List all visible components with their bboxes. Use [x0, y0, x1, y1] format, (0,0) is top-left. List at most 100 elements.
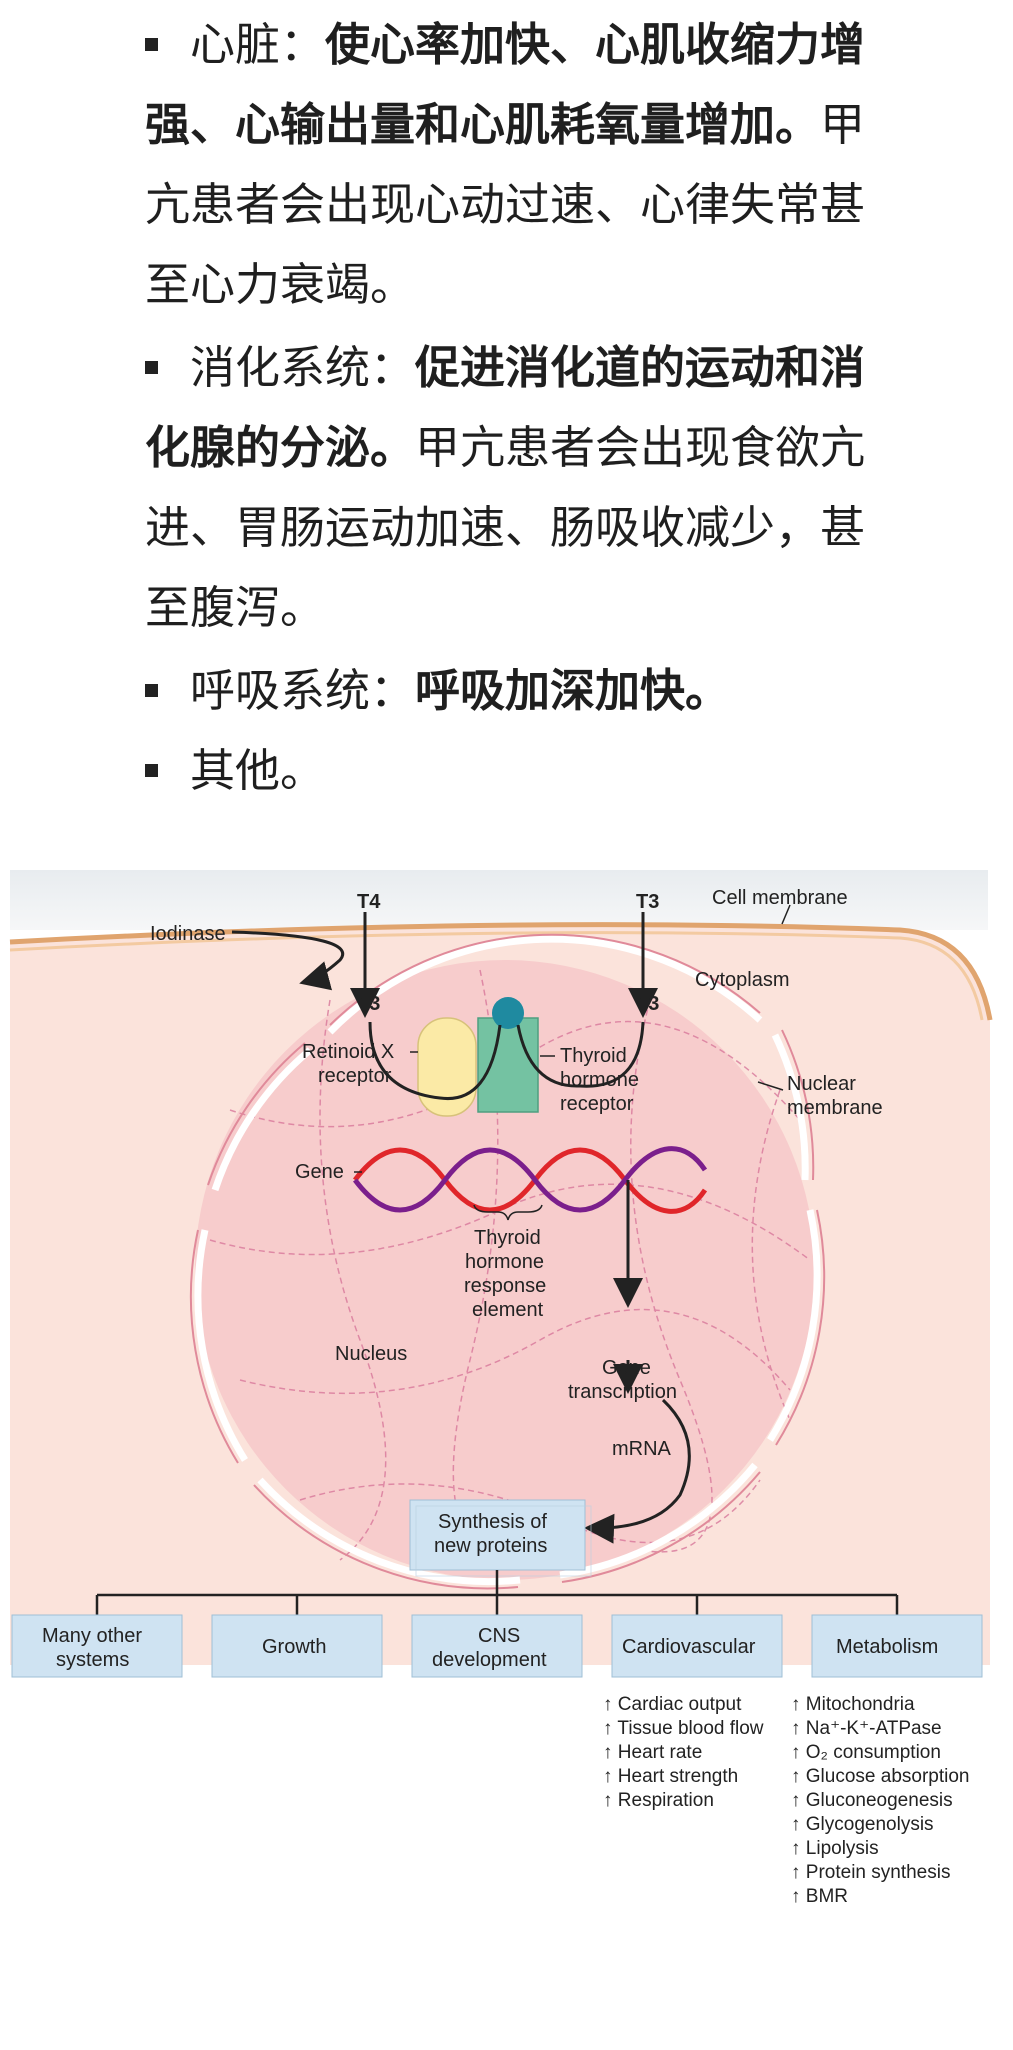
nuclear-membrane-label-2: membrane [787, 1097, 883, 1119]
digestive-bold-1: 促进消化道的运动和消 [415, 341, 866, 394]
digestive-label: 消化系统： [190, 341, 416, 394]
cardio-effect: ↑ Heart strength [603, 1766, 738, 1787]
cell-membrane [9, 922, 993, 1021]
metabolism-effect: ↑ BMR [791, 1886, 848, 1907]
other-line: 其他。 [190, 744, 326, 797]
metabolism-label: Metabolism [836, 1636, 938, 1658]
thr-label-2: hormone [560, 1069, 639, 1091]
gene-transcription-label-2: transcription [568, 1381, 677, 1403]
thyroid-hormone-diagram: T4 T3 Cell membrane Iodinase T3 T3 Cytop… [0, 860, 1013, 2046]
t3-bound-ball [492, 997, 524, 1029]
cns-label-1: CNS [478, 1625, 520, 1647]
heart-bold-2: 强、心输出量和心肌耗氧量增加。 [145, 98, 821, 151]
digestive-line-1: 消化系统：促进消化道的运动和消 [190, 345, 865, 390]
thyroid-hormone-receptor [477, 1017, 539, 1113]
cns-label-2: development [432, 1649, 547, 1671]
box-growth [211, 1614, 383, 1678]
cardio-effect: ↑ Heart rate [603, 1742, 702, 1763]
heart-rest-1: 甲 [820, 98, 866, 151]
metabolism-effect: ↑ Gluconeogenesis [791, 1790, 953, 1811]
nuclear-membrane-leader [757, 1081, 784, 1091]
box-cns [411, 1614, 583, 1678]
box-cardiovascular [611, 1614, 783, 1678]
digestive-bold-2: 化腺的分泌。 [145, 421, 416, 474]
respiratory-bold: 呼吸加深加快。 [415, 664, 731, 717]
nuclear-membrane-label-1: Nuclear [787, 1073, 856, 1095]
tre-label-3: response [464, 1275, 546, 1297]
bullet-icon [145, 38, 158, 51]
heart-bold-1: 使心率加快、心肌收缩力增 [325, 18, 866, 71]
nucleus-label: Nucleus [335, 1343, 407, 1365]
cardio-effects-list: ↑ Cardiac output ↑ Tissue blood flow ↑ H… [603, 1694, 764, 1811]
tree-connectors [95, 1570, 899, 1615]
gene-transcription-label-1: Gene [602, 1357, 651, 1379]
synthesis-label-1: Synthesis of [438, 1511, 547, 1533]
metabolism-effect: ↑ Glucose absorption [791, 1766, 970, 1787]
metabolism-effect: ↑ Mitochondria [791, 1694, 915, 1715]
box-metabolism [811, 1614, 983, 1678]
nuclear-membrane-outline [189, 933, 826, 1590]
cytoplasm-label: Cytoplasm [695, 969, 789, 991]
digestive-rest-1: 甲亢患者会出现食欲亢 [415, 421, 866, 474]
cardio-effect: ↑ Respiration [603, 1790, 714, 1811]
cardio-effect: ↑ Cardiac output [603, 1694, 742, 1715]
heart-line-1: 心脏：使心率加快、心肌收缩力增 [190, 22, 865, 67]
extracellular-space [10, 870, 988, 930]
dna-strand-purple [353, 1146, 708, 1213]
metabolism-effect: ↑ O₂ consumption [791, 1742, 941, 1763]
synthesis-box [409, 1499, 586, 1571]
mrna-label: mRNA [612, 1438, 672, 1460]
heart-line-4: 至心力衰竭。 [145, 258, 416, 311]
nucleus [195, 960, 815, 1580]
cell-membrane-label: Cell membrane [712, 887, 848, 909]
heart-line-2: 强、心输出量和心肌耗氧量增加。甲 [145, 102, 865, 147]
digestive-line-4: 至腹泻。 [145, 581, 326, 634]
t3-in-label: T3 [636, 891, 659, 913]
bullet-icon [145, 361, 158, 374]
thr-label-1: Thyroid [560, 1045, 627, 1067]
metabolism-effect: ↑ Na⁺-K⁺-ATPase [791, 1718, 942, 1739]
retinoid-label-2: receptor [318, 1065, 392, 1087]
respiratory-label: 呼吸系统： [190, 664, 416, 717]
synthesis-arrow [584, 1398, 691, 1544]
diagram-svg: T4 T3 Cell membrane Iodinase T3 T3 Cytop… [9, 870, 993, 1907]
tre-label-1: Thyroid [474, 1227, 541, 1249]
tre-brace [473, 1204, 543, 1221]
retinoid-x-receptor [417, 1017, 477, 1117]
t3-left-to-receptor [368, 1021, 502, 1101]
heart-label: 心脏： [190, 18, 326, 71]
t3-left-label: T3 [357, 993, 380, 1015]
metabolism-effects-list: ↑ Mitochondria ↑ Na⁺-K⁺-ATPase ↑ O₂ cons… [791, 1694, 970, 1907]
many-other-label-2: systems [56, 1649, 129, 1671]
chromatin-lines [209, 969, 811, 1571]
bullet-icon [145, 684, 158, 697]
iodinase-arrow [231, 930, 345, 991]
cardiovascular-label: Cardiovascular [622, 1636, 756, 1658]
thr-label-3: receptor [560, 1093, 634, 1115]
many-other-label-1: Many other [42, 1625, 142, 1647]
t4-label: T4 [357, 891, 381, 913]
digestive-line-2: 化腺的分泌。甲亢患者会出现食欲亢 [145, 425, 865, 470]
metabolism-effect: ↑ Lipolysis [791, 1838, 879, 1859]
growth-label: Growth [262, 1636, 326, 1658]
t3-right-to-receptor [516, 1021, 645, 1088]
gene-label: Gene [295, 1161, 344, 1183]
cardio-effect: ↑ Tissue blood flow [603, 1718, 764, 1739]
cell-membrane-inner [9, 931, 984, 1021]
synthesis-label-2: new proteins [434, 1535, 547, 1557]
metabolism-effect: ↑ Protein synthesis [791, 1862, 950, 1883]
digestive-line-3: 进、胃肠运动加速、肠吸收减少，甚 [145, 501, 866, 554]
iodinase-label: Iodinase [150, 923, 226, 945]
heart-line-3: 亢患者会出现心动过速、心律失常甚 [145, 178, 866, 231]
nuclear-membrane [194, 935, 821, 1586]
box-many-other-systems [11, 1614, 183, 1678]
retinoid-label-1: Retinoid X [302, 1041, 394, 1063]
tre-label-2: hormone [465, 1251, 544, 1273]
article-text: 心脏：使心率加快、心肌收缩力增 强、心输出量和心肌耗氧量增加。甲 亢患者会出现心… [0, 0, 1013, 830]
t3-right-label: T3 [636, 993, 659, 1015]
bullet-icon [145, 764, 158, 777]
tre-label-4: element [472, 1299, 544, 1321]
metabolism-effect: ↑ Glycogenolysis [791, 1814, 934, 1835]
respiratory-line: 呼吸系统：呼吸加深加快。 [190, 668, 730, 713]
cell-membrane-leader [781, 904, 791, 925]
